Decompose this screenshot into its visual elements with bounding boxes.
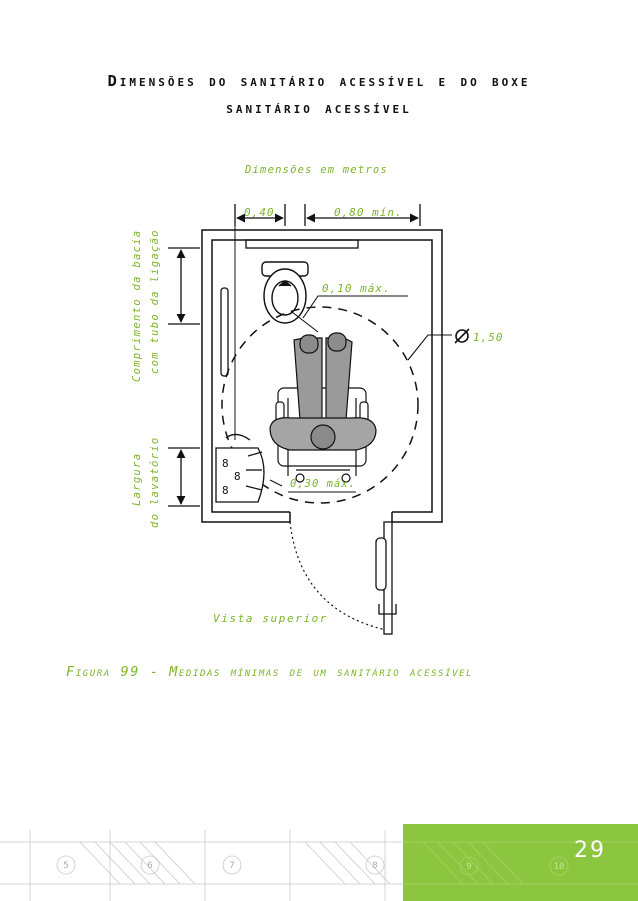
grab-bar-top (245, 239, 359, 249)
svg-text:8: 8 (234, 470, 241, 483)
top-dimensions (234, 204, 421, 226)
page-title-line1: Dimensões do sanitário acessível e do bo… (107, 72, 531, 90)
svg-text:5: 5 (63, 861, 68, 871)
units-note: Dimensões em metros (244, 164, 388, 176)
view-label: Vista superior (213, 612, 328, 625)
svg-text:9: 9 (466, 862, 471, 872)
wheelchair-user (269, 332, 377, 483)
label-bowl-line2: com tubo da ligação (149, 229, 161, 374)
page-number-box: 9 10 29 (403, 824, 638, 901)
svg-text:8: 8 (372, 861, 377, 871)
diameter-icon (454, 328, 470, 344)
door (375, 521, 397, 635)
page-number: 29 (574, 838, 606, 863)
door-swing-arc (289, 521, 387, 631)
page-title-line2: sanitário acessível (226, 99, 412, 117)
figure-caption: Figura 99 - Medidas mínimas de um sanitá… (66, 664, 474, 680)
svg-text:6: 6 (147, 861, 152, 871)
dim-top-left-label: 0,40 (244, 206, 275, 219)
label-sink-line2: do lavatório (149, 437, 161, 528)
footer-plan-overlay: 9 10 (403, 841, 638, 885)
dim-toilet-label: 0,10 máx. (322, 282, 391, 295)
toilet (261, 261, 309, 324)
label-bowl-line1: Comprimento da bacia (131, 230, 143, 382)
dim-circle-label: 1,50 (473, 331, 504, 344)
sink: 8 8 8 (215, 433, 265, 503)
dim-sink-label: 0,30 máx. (290, 478, 356, 490)
grab-bar-side (220, 287, 229, 377)
svg-text:10: 10 (554, 862, 565, 872)
svg-text:7: 7 (229, 861, 234, 871)
dim-top-right-label: 0,80 mín. (334, 206, 403, 219)
plan-axis-numbers: 5 6 7 8 (63, 861, 377, 871)
svg-text:8: 8 (222, 484, 229, 497)
turning-circle (221, 306, 419, 504)
page-title: Dimensões do sanitário acessível e do bo… (0, 68, 638, 122)
left-dimensions (168, 247, 200, 507)
label-sink-line1: Largura (131, 453, 143, 506)
svg-text:8: 8 (222, 457, 229, 470)
